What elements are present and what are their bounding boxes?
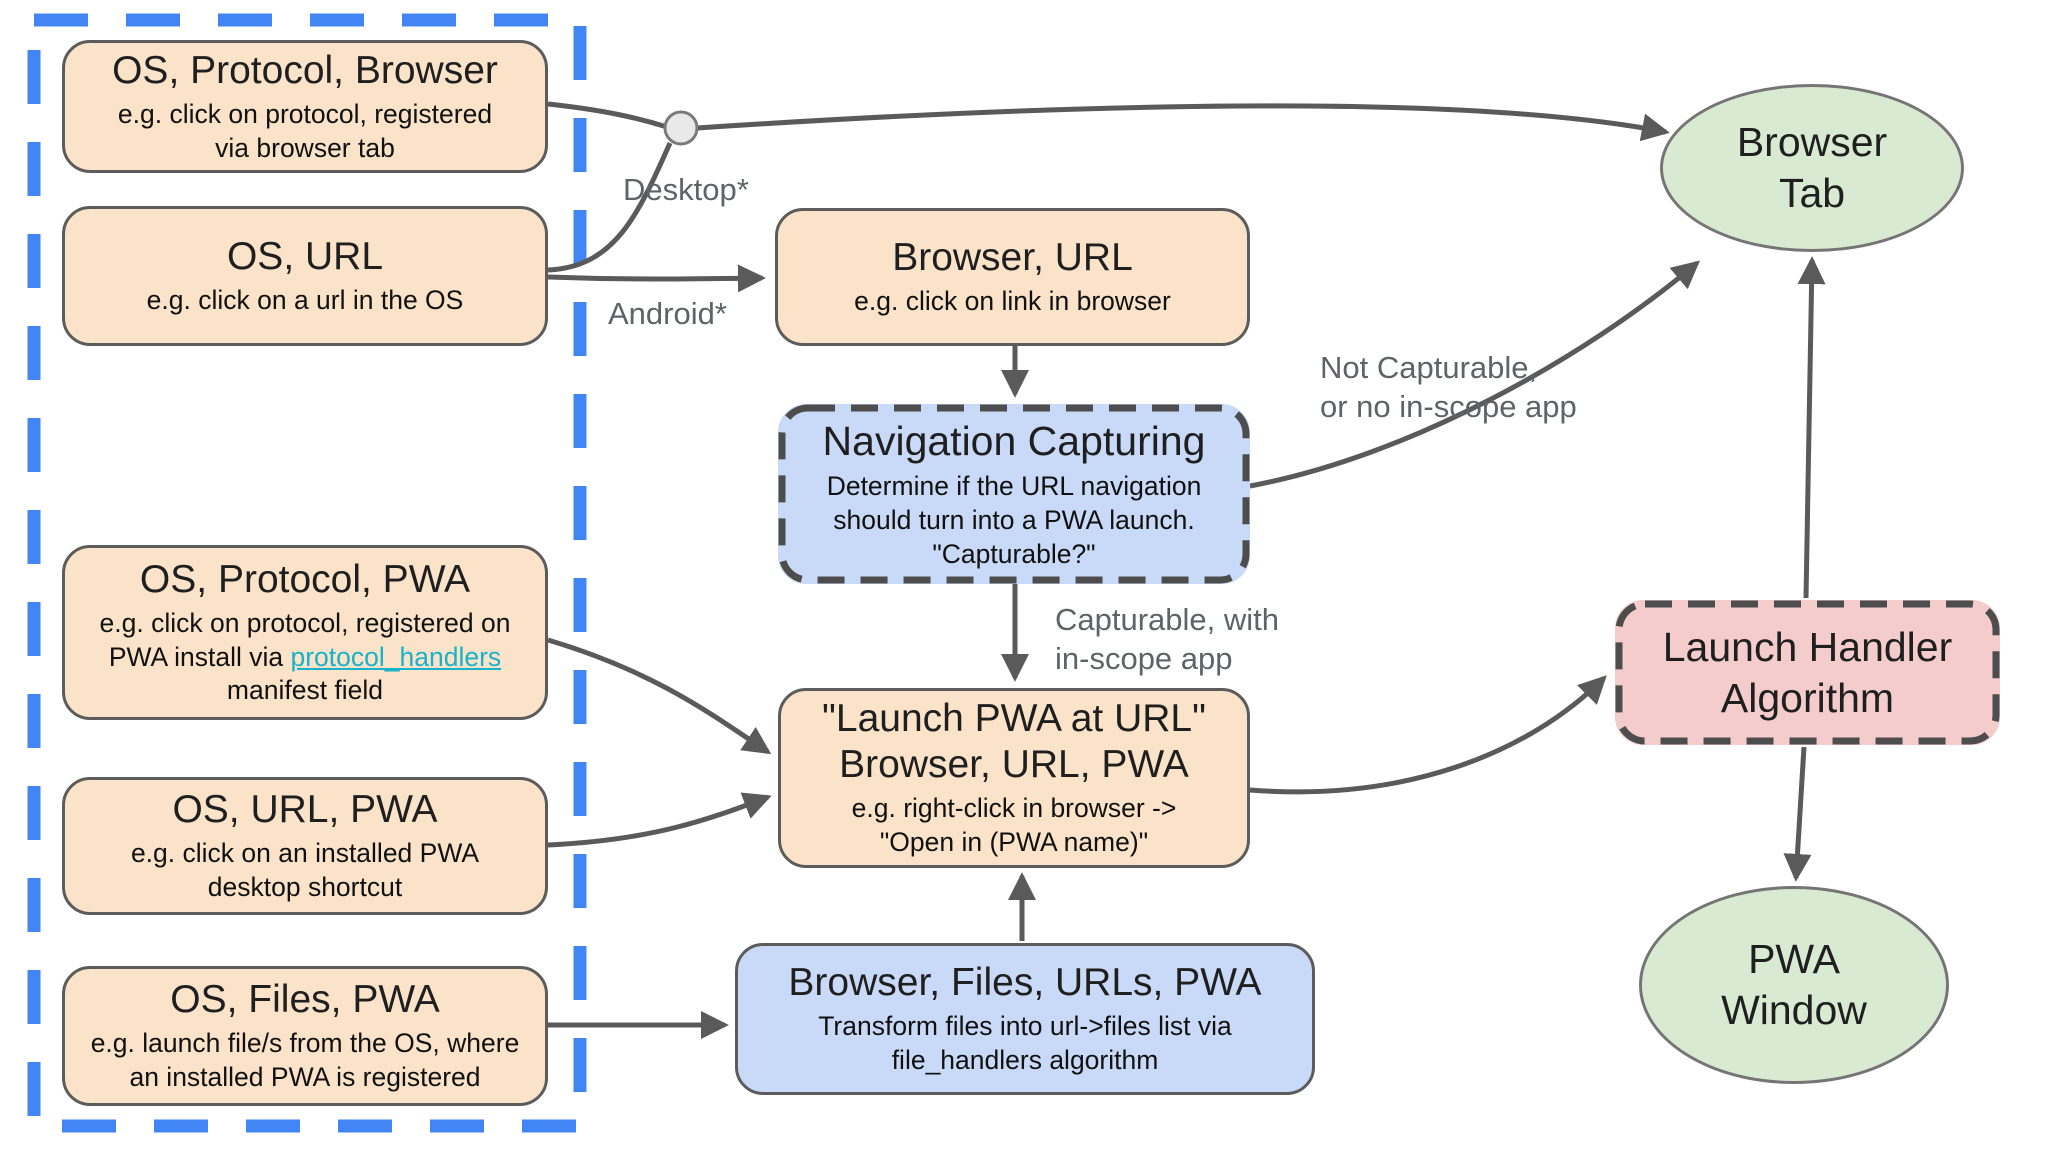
node-subtitle: e.g. click on link in browser (854, 286, 1171, 317)
protocol-handlers-link[interactable]: protocol_handlers (290, 641, 502, 672)
node-launch-handler-algorithm: Launch Handler Algorithm (1615, 600, 2000, 745)
node-os-protocol-browser: OS, Protocol, Browser e.g. click on prot… (62, 40, 548, 173)
edge-launch-handler-to-pwa-window (1783, 746, 1812, 882)
node-os-url: OS, URL e.g. click on a url in the OS (62, 206, 548, 346)
node-title: Browser Tab (1736, 118, 1888, 216)
edge-label-android: Android* (608, 296, 727, 331)
node-browser-tab: Browser Tab (1660, 84, 1964, 252)
edge-os-url-to-browser-url-android (547, 264, 766, 293)
edge-label-line: or no in-scope app (1320, 389, 1577, 424)
node-os-protocol-pwa: OS, Protocol, PWA e.g. click on protocol… (62, 545, 548, 720)
node-title: Browser, Files, URLs, PWA (788, 961, 1262, 1005)
edge-launch-handler-to-browser-tab (1797, 256, 1826, 599)
subtitle-text-before: e.g. click on protocol, registered on PW… (99, 607, 511, 672)
edge-label-not-capturable: Not Capturable, or no in-scope app (1320, 348, 1577, 426)
edge-launch-pwa-to-launch-handler (1249, 675, 1607, 795)
node-browser-url: Browser, URL e.g. click on link in brows… (775, 208, 1250, 346)
node-subtitle: e.g. click on an installed PWA desktop s… (130, 838, 480, 902)
edge-label-line: Not Capturable, (1320, 350, 1538, 385)
node-os-files-pwa: OS, Files, PWA e.g. launch file/s from t… (62, 966, 548, 1106)
node-subtitle: e.g. right-click in browser -> "Open in … (851, 793, 1177, 858)
edge-label-line: in-scope app (1055, 641, 1233, 676)
node-subtitle: e.g. launch file/s from the OS, where an… (90, 1028, 520, 1092)
node-os-url-pwa: OS, URL, PWA e.g. click on an installed … (62, 777, 548, 915)
node-subtitle: Determine if the URL navigation should t… (826, 471, 1202, 569)
node-title: OS, Files, PWA (170, 978, 440, 1022)
edge-junction-to-browser-tab (696, 103, 1670, 142)
node-navigation-capturing: Navigation Capturing Determine if the UR… (778, 404, 1250, 584)
edge-label-capturable: Capturable, with in-scope app (1055, 600, 1279, 678)
node-subtitle: e.g. click on a url in the OS (146, 285, 464, 316)
node-subtitle: e.g. click on protocol, registered via b… (117, 98, 493, 163)
node-title-line2: Browser, URL, PWA (839, 743, 1189, 787)
node-pwa-window: PWA Window (1639, 886, 1949, 1084)
edge-os-url-to-junction-desktop (547, 141, 673, 273)
edge-label-line: Capturable, with (1055, 602, 1280, 637)
node-title: OS, URL, PWA (172, 788, 438, 832)
node-title: PWA Window (1721, 935, 1867, 1033)
node-title: OS, URL (226, 235, 384, 279)
node-subtitle: e.g. click on protocol, registered on PW… (85, 607, 525, 709)
node-browser-files-urls-pwa: Browser, Files, URLs, PWA Transform file… (735, 943, 1315, 1095)
node-title: OS, Protocol, PWA (139, 557, 471, 601)
edge-label-desktop: Desktop* (623, 172, 749, 207)
edge-os-protocol-pwa-to-launch-pwa (547, 637, 772, 755)
node-title: Browser, URL (892, 236, 1133, 280)
node-title-line1: "Launch PWA at URL" (822, 697, 1206, 741)
subtitle-text-after: manifest field (226, 675, 384, 706)
node-title: Launch Handler Algorithm (1662, 624, 1953, 721)
edge-os-protocol-browser-to-junction (547, 101, 668, 130)
junction-dot (663, 110, 699, 146)
node-title: Navigation Capturing (822, 418, 1206, 465)
edge-os-url-pwa-to-launch-pwa (547, 792, 772, 848)
node-title: OS, Protocol, Browser (112, 48, 498, 92)
node-launch-pwa-at-url: "Launch PWA at URL" Browser, URL, PWA e.… (778, 688, 1250, 868)
edge-navigation-capturing-to-browser-tab (1249, 260, 1700, 489)
node-subtitle: Transform files into url->files list via… (818, 1011, 1232, 1075)
